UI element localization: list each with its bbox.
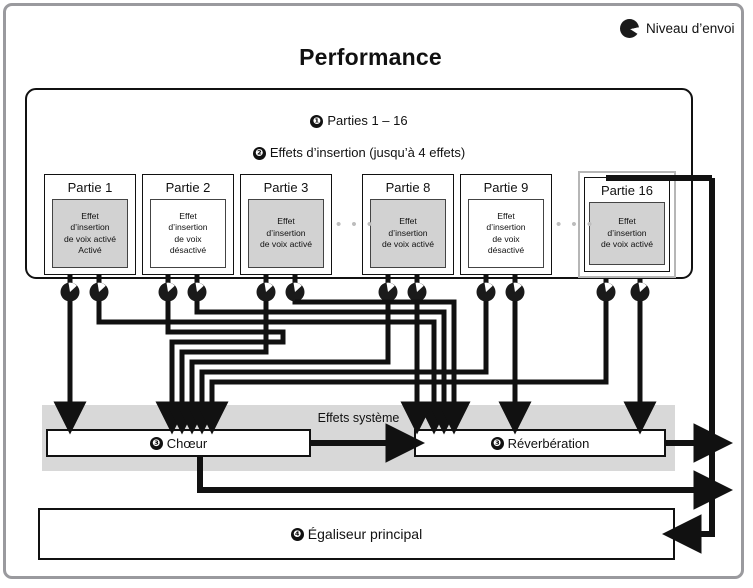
callout-1-badge: ❶ xyxy=(310,115,324,128)
callout-3-reverb-badge: ❸ xyxy=(490,436,504,450)
part-name: Partie 3 xyxy=(263,180,309,195)
part-fx-line: d’insertion xyxy=(607,227,647,238)
callout-3-chorus-badge: ❸ xyxy=(149,436,163,450)
part-fx-line: d’insertion xyxy=(168,222,208,232)
part-name: Partie 8 xyxy=(385,180,431,195)
callout-2-text: Effets d’insertion (jusqu’à 4 effets) xyxy=(269,145,466,160)
part-fx-line: de voix activé xyxy=(259,239,313,250)
part-fx-line: Effet xyxy=(497,210,515,221)
part-fx-line: d’insertion xyxy=(266,227,306,238)
part-name: Partie 16 xyxy=(600,183,654,198)
part-name: Partie 9 xyxy=(483,180,529,195)
part-fx-line: de voix xyxy=(174,233,202,244)
part-fx-line: Effet xyxy=(399,216,417,227)
part-fx-line: désactivé xyxy=(169,245,207,255)
send-level-knob-icon xyxy=(620,19,639,38)
part-fx-line: d’insertion xyxy=(70,222,110,232)
part-name: Partie 2 xyxy=(165,180,211,195)
part-fx-line: de voix activé xyxy=(600,239,654,250)
part-fx-line: de voix activé xyxy=(63,233,117,244)
legend-label: Niveau d’envoi xyxy=(646,21,735,36)
part-fx-line: de voix xyxy=(492,233,520,244)
callout-1-text: Parties 1 – 16 xyxy=(327,113,408,128)
part-fx-line: Activé xyxy=(78,245,102,255)
part-fx-line: Effet xyxy=(618,216,636,227)
callout-4-badge: ❹ xyxy=(290,527,304,541)
part-name: Partie 1 xyxy=(67,180,113,195)
part-fx-line: d’insertion xyxy=(486,222,526,232)
part-fx-line: d’insertion xyxy=(388,227,428,238)
page-title: Performance xyxy=(299,44,442,70)
part-fx-line: de voix activé xyxy=(381,239,435,250)
part-fx-line: Effet xyxy=(81,210,99,221)
ellipsis-2: • • • xyxy=(556,216,596,233)
legend: Niveau d’envoi xyxy=(620,19,735,38)
reverb-label: Réverbération xyxy=(507,435,590,451)
ellipsis-1: • • • xyxy=(336,216,376,233)
callout-2-badge: ❷ xyxy=(252,147,266,160)
chorus-label: Chœur xyxy=(166,435,208,451)
master-eq-label: Égaliseur principal xyxy=(307,526,423,542)
system-effects-label: Effets système xyxy=(317,411,400,425)
part-fx-line: Effet xyxy=(277,216,295,227)
part-fx-line: Effet xyxy=(179,210,197,221)
part-fx-line: désactivé xyxy=(487,245,525,255)
